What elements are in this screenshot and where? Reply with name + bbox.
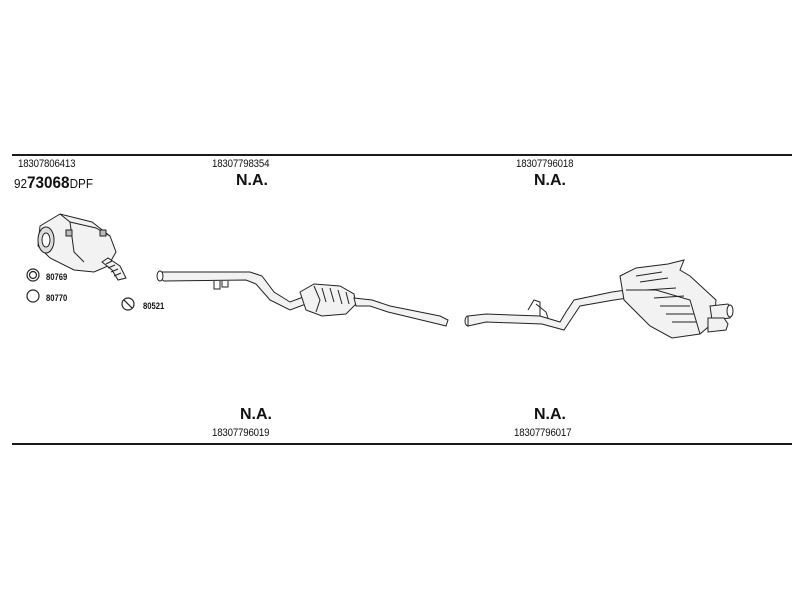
rear-pipe-bottom-status: N.A. (534, 406, 566, 423)
dpf-unit (37, 213, 127, 281)
rear-pipe-assembly (464, 259, 734, 339)
dpf-main-code: 9273068DPF (14, 173, 93, 193)
dpf-code-number: 73068 (27, 173, 70, 192)
dpf-code-prefix: 92 (14, 176, 28, 191)
part-ref-front-pipe-bottom: 18307796019 (212, 427, 270, 439)
fitting-code-80769: 80769 (46, 272, 68, 282)
front-pipe-status: N.A. (236, 172, 268, 189)
bottom-divider (12, 443, 792, 445)
clamp-ring-icon (26, 268, 40, 282)
clamp-ring-icon (121, 297, 135, 311)
front-pipe-assembly (156, 270, 449, 327)
part-ref-rear-pipe-bottom: 18307796017 (514, 427, 572, 439)
fitting-code-80770: 80770 (46, 293, 68, 303)
dpf-code-suffix: DPF (69, 176, 93, 191)
gasket-ring-icon (26, 289, 40, 303)
rear-silencer-status: N.A. (534, 172, 566, 189)
fitting-code-80521: 80521 (143, 301, 165, 311)
top-divider (12, 154, 792, 156)
front-pipe-bottom-status: N.A. (240, 406, 272, 423)
part-ref-rear-silencer: 18307796018 (516, 158, 574, 170)
part-ref-front-pipe: 18307798354 (212, 158, 270, 170)
part-ref-dpf: 18307806413 (18, 158, 76, 170)
